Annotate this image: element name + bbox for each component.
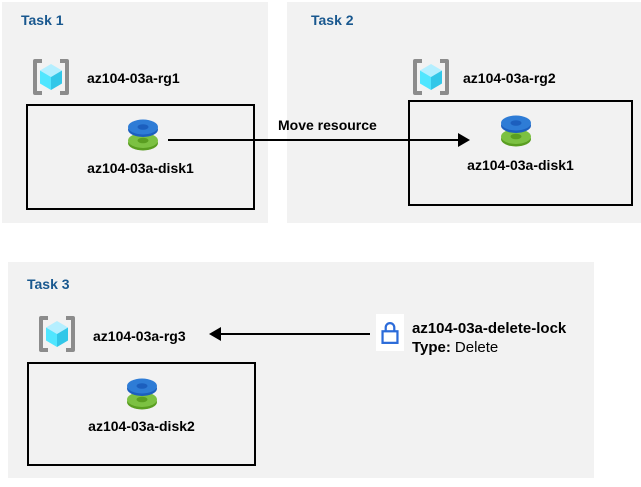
move-arrow-head-icon — [458, 133, 470, 147]
task2-title: Task 2 — [311, 12, 354, 28]
disk-icon — [497, 113, 535, 147]
resource-group-label: az104-03a-rg2 — [463, 70, 556, 86]
resource-group-label: az104-03a-rg3 — [93, 328, 186, 344]
resource-group-label: az104-03a-rg1 — [87, 70, 180, 86]
move-arrow-line — [168, 139, 460, 141]
task2-panel — [287, 2, 641, 223]
disk-icon — [124, 117, 162, 151]
disk-label: az104-03a-disk1 — [467, 157, 574, 173]
resource-group-icon — [408, 56, 454, 98]
lock-arrow-head-icon — [209, 327, 221, 341]
task2-resource-box — [408, 100, 633, 206]
task1-resource-box — [26, 104, 255, 210]
move-arrow-label: Move resource — [278, 117, 377, 133]
disk-label: az104-03a-disk2 — [88, 418, 195, 434]
task3-panel — [8, 262, 594, 478]
delete-lock-type-value: Delete — [454, 339, 499, 356]
lock-icon — [376, 314, 404, 351]
delete-lock-type: Type:Delete — [412, 339, 498, 356]
resource-group-icon — [28, 56, 74, 98]
task3-title: Task 3 — [27, 276, 70, 292]
lock-arrow-line — [220, 333, 370, 335]
task3-resource-box — [27, 362, 256, 466]
delete-lock-label: az104-03a-delete-lock — [412, 320, 567, 337]
delete-lock-type-label: Type: — [412, 339, 451, 356]
resource-group-icon — [34, 313, 80, 355]
task1-panel — [2, 2, 268, 223]
task1-title: Task 1 — [21, 12, 64, 28]
disk-icon — [123, 376, 161, 410]
disk-label: az104-03a-disk1 — [87, 160, 194, 176]
